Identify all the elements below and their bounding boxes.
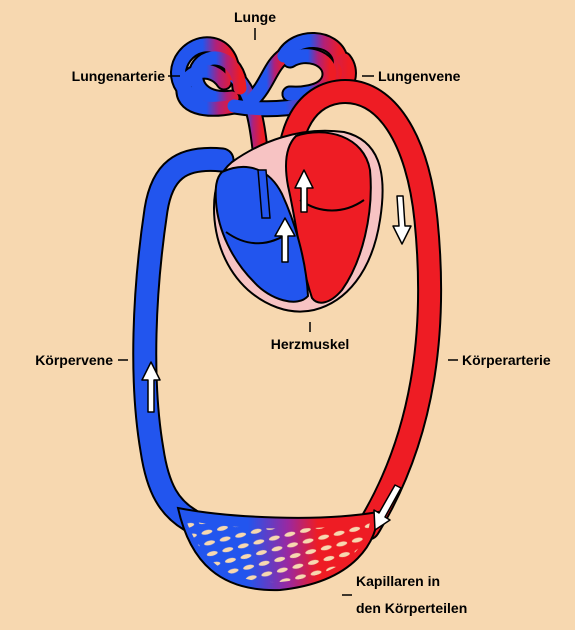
- label-kapillaren-line1: Kapillaren in: [356, 573, 440, 589]
- body-vein: [145, 159, 222, 520]
- capillary-network: [178, 508, 378, 590]
- label-herzmuskel: Herzmuskel: [271, 336, 350, 352]
- heart: [214, 131, 383, 312]
- label-kapillaren-line2: den Körperteilen: [356, 600, 467, 616]
- label-koerperarterie: Körperarterie: [462, 352, 551, 368]
- label-lungenarterie: Lungenarterie: [72, 68, 166, 84]
- arrow-down-artery-top-icon: [393, 196, 411, 244]
- label-lunge: Lunge: [234, 9, 276, 25]
- label-koerpervene: Körpervene: [35, 352, 113, 368]
- label-lungenvene: Lungenvene: [378, 68, 461, 84]
